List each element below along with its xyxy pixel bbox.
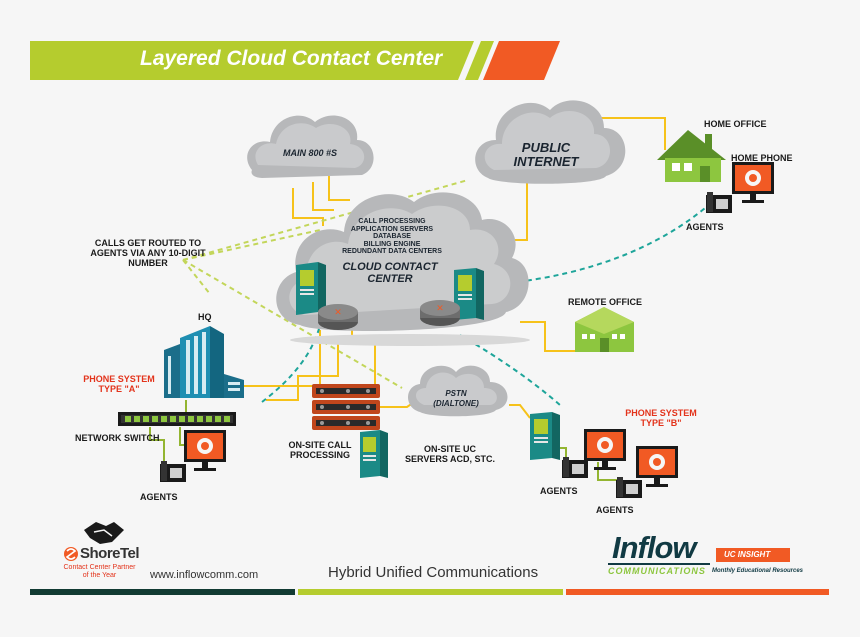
banner-stripe-green <box>465 41 494 80</box>
system-b-monitor-1-icon <box>584 429 626 470</box>
system-b-phone-2-icon <box>616 477 642 498</box>
service-application-servers: APPLICATION SERVERS <box>350 225 434 233</box>
pstn-label: PSTN <box>445 389 467 398</box>
agents-home-label: AGENTS <box>686 222 724 232</box>
home-office-label: HOME OFFICE <box>704 119 767 129</box>
main800-label: MAIN 800 #S <box>282 148 338 158</box>
cloud-router-left: ✕ <box>318 304 358 330</box>
agents-b1-label: AGENTS <box>540 486 578 496</box>
service-billing-engine: BILLING ENGINE <box>363 240 421 248</box>
title-banner <box>30 41 474 80</box>
home-monitor-icon <box>732 162 774 203</box>
cloud-public-internet <box>475 100 626 184</box>
footer-bar-dark <box>30 589 295 595</box>
uc-insight-badge: UC INSIGHT <box>716 548 790 562</box>
inflow-communications: COMMUNICATIONS <box>608 566 706 576</box>
shoretel-award: Contact Center Partner of the Year <box>63 564 136 579</box>
website-link[interactable]: www.inflowcomm.com <box>150 569 259 581</box>
diagram-title: Layered Cloud Contact Center <box>140 47 443 70</box>
home-phone-icon <box>706 192 732 213</box>
routing-note: CALLS GET ROUTED TO AGENTS VIA ANY 10-DI… <box>90 238 206 268</box>
onsite-call-processing-label: ON-SITE CALL PROCESSING <box>288 440 352 460</box>
hq-label: HQ <box>198 312 212 322</box>
network-switch-label: NETWORK SWITCH <box>75 433 160 443</box>
inflow-logo: Inflow <box>612 530 697 565</box>
shoretel-logo-icon <box>64 547 78 561</box>
agents-b2-label: AGENTS <box>596 505 634 515</box>
service-database: DATABASE <box>373 233 411 241</box>
service-redundant-data-centers: REDUNDANT DATA CENTERS <box>342 248 442 256</box>
dialtone-label: (DIALTONE) <box>433 399 479 408</box>
remote-office-icon <box>575 307 634 352</box>
system-b-phone-1-icon <box>562 457 588 478</box>
cloud-contact-center-label: CLOUD CONTACT CENTER <box>342 261 438 285</box>
cloud-router-right: ✕ <box>420 300 460 326</box>
system-b-monitor-2-icon <box>636 446 678 487</box>
handshake-icon <box>84 522 124 544</box>
svg-text:✕: ✕ <box>436 304 444 314</box>
remote-office-label: REMOTE OFFICE <box>568 297 642 307</box>
svg-text:✕: ✕ <box>334 308 342 318</box>
network-switch-icon <box>118 412 236 426</box>
cloud-main800 <box>247 115 374 178</box>
agents-hq-label: AGENTS <box>140 492 178 502</box>
onsite-server-icon <box>360 430 388 478</box>
hq-monitor-icon <box>184 430 226 471</box>
banner-stripe-orange <box>483 41 560 80</box>
hq-phone-icon <box>160 461 186 482</box>
footer-bar-green <box>298 589 563 595</box>
footer-tagline: Hybrid Unified Communications <box>328 564 539 581</box>
phone-system-b-label: PHONE SYSTEM TYPE "B" <box>625 408 697 428</box>
cloud-server-left <box>296 262 326 315</box>
inflow-underline <box>608 563 710 565</box>
system-b-server-icon <box>530 412 560 460</box>
footer-bar-orange <box>566 589 829 595</box>
onsite-rack-icon <box>312 384 380 430</box>
home-office-icon <box>657 130 726 182</box>
onsite-uc-servers-label: ON-SITE UC SERVERS ACD, STC. <box>404 444 496 464</box>
inflow-tagline: Monthly Educational Resources <box>712 568 804 574</box>
public-internet-label: PUBLIC INTERNET <box>513 140 579 169</box>
cloud-pstn <box>408 365 508 417</box>
hq-building-icon <box>164 326 244 398</box>
service-call-processing: CALL PROCESSING <box>358 218 426 225</box>
cloud-services-list: CALL PROCESSING APPLICATION SERVERS DATA… <box>336 218 448 256</box>
shoretel-name: ShoreTel <box>80 545 140 562</box>
phone-system-a-label: PHONE SYSTEM TYPE "A" <box>83 374 155 394</box>
home-phone-label: HOME PHONE <box>731 153 793 163</box>
